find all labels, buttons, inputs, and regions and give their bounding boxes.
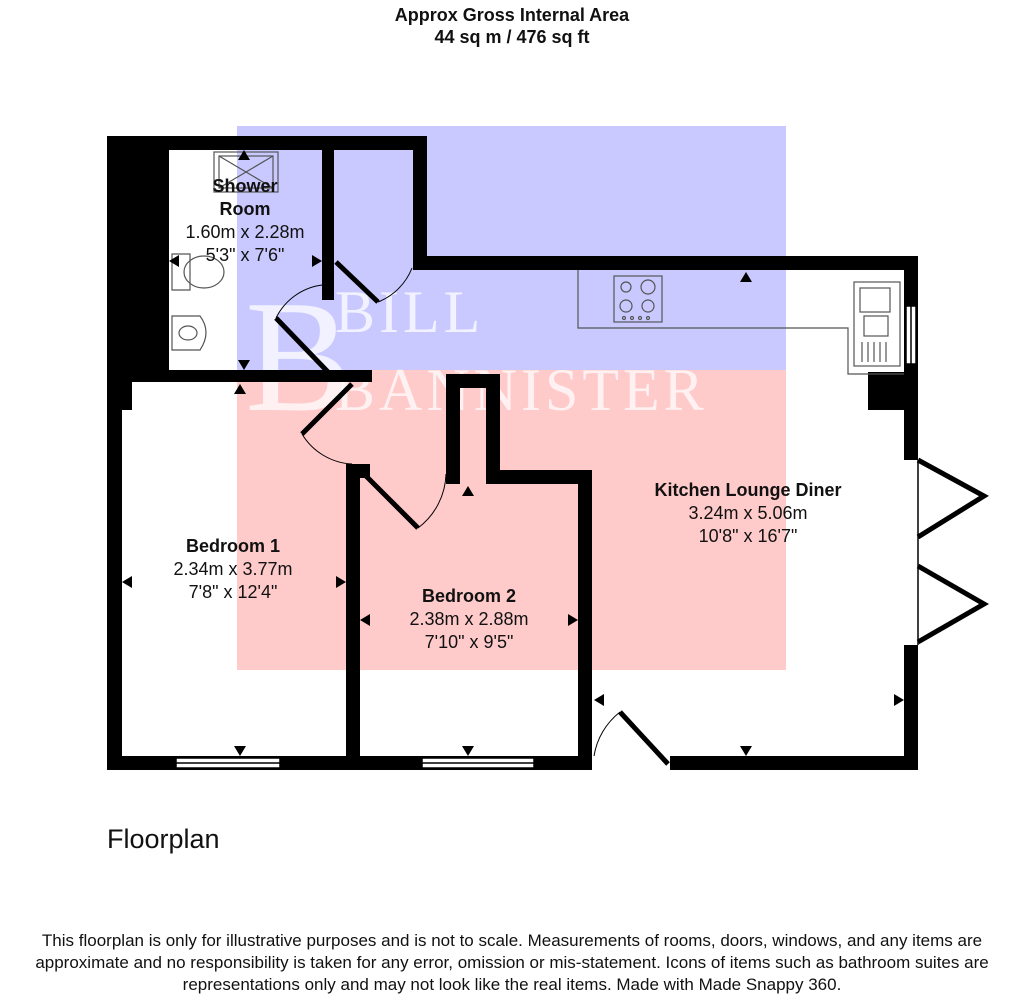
door-bedroom2-leaf xyxy=(360,470,420,530)
dimension-markers xyxy=(122,150,904,756)
wall-bedroom2-top-right xyxy=(486,470,592,484)
room-imperial: 7'8" x 12'4" xyxy=(188,582,278,602)
wall-bedroom2-left xyxy=(346,464,360,770)
watermark-pink-block xyxy=(237,370,786,670)
room-name: Bedroom 1 xyxy=(185,536,281,556)
wall-left-bedroom1 xyxy=(107,372,122,770)
basin-icon xyxy=(171,315,207,351)
wall-shower-bottom xyxy=(107,370,372,382)
marker-kitchen-left xyxy=(594,694,604,706)
marker-bed1-right xyxy=(336,576,346,588)
patio-door-lower xyxy=(916,563,990,645)
room-imperial: 7'10" x 9'5" xyxy=(424,632,514,652)
marker-shower-bottom xyxy=(238,360,250,370)
door-bedroom1-leaf xyxy=(300,382,354,436)
marker-bed2-right xyxy=(568,614,578,626)
patio-doors xyxy=(916,457,990,645)
marker-kitchen-top xyxy=(740,272,752,282)
room-name: Kitchen Lounge Diner xyxy=(654,480,842,500)
wall-right-pillar xyxy=(868,372,918,410)
door-entrance-leaf xyxy=(618,710,670,766)
wall-hall-stub-top xyxy=(446,374,496,388)
marker-kitchen-bottom xyxy=(740,746,752,756)
wall-top-shower xyxy=(107,136,427,150)
toilet-icon xyxy=(171,253,191,291)
wall-top-kitchen xyxy=(413,256,918,270)
room-label-shower: Shower Room 1.60m x 2.28m 5'3" x 7'6" xyxy=(160,175,330,267)
marker-bed2-top xyxy=(462,486,474,496)
wall-bedroom2-right xyxy=(578,470,592,770)
door-hall-leaf xyxy=(274,316,330,374)
marker-bed1-top xyxy=(234,384,246,394)
fixtures xyxy=(171,151,904,375)
marker-bed1-left xyxy=(122,576,132,588)
marker-shower-left xyxy=(169,255,179,267)
wall-right-lower xyxy=(904,645,918,770)
area-header: Approx Gross Internal Area 44 sq m / 476… xyxy=(0,4,1024,48)
kitchen-worktop xyxy=(577,270,904,375)
room-name-line2: Room xyxy=(219,199,271,219)
area-title: Approx Gross Internal Area xyxy=(394,5,630,25)
marker-kitchen-right xyxy=(894,694,904,706)
wall-hall-stub-right xyxy=(486,374,500,484)
marker-bed2-left xyxy=(360,614,370,626)
room-imperial: 10'8" x 16'7" xyxy=(698,526,798,546)
hob-icon xyxy=(613,275,663,323)
shower-tray-icon xyxy=(213,151,279,193)
room-label-bedroom-1: Bedroom 1 2.34m x 3.77m 7'8" x 12'4" xyxy=(133,535,333,604)
watermark-text-bill: BILL xyxy=(335,279,484,345)
patio-door-upper xyxy=(916,457,989,540)
room-metric: 2.34m x 3.77m xyxy=(173,559,293,579)
room-metric: 2.38m x 2.88m xyxy=(409,609,529,629)
wall-hall-stub-left xyxy=(446,374,460,484)
room-name: Shower xyxy=(212,176,278,196)
wall-left-shower xyxy=(107,136,169,372)
sink-icon xyxy=(853,281,901,367)
room-label-kitchen: Kitchen Lounge Diner 3.24m x 5.06m 10'8"… xyxy=(608,479,888,548)
watermark-text-bannister: BANNISTER xyxy=(335,357,708,423)
wall-top-shower-right xyxy=(413,136,427,266)
room-imperial: 5'3" x 7'6" xyxy=(205,245,285,265)
doors xyxy=(274,260,670,766)
marker-bed1-bottom xyxy=(234,746,246,756)
disclaimer-text: This floorplan is only for illustrative … xyxy=(35,931,989,994)
wall-shower-inner xyxy=(322,150,334,300)
marker-shower-top xyxy=(238,150,250,160)
room-name: Bedroom 2 xyxy=(421,586,517,606)
room-label-bedroom-2: Bedroom 2 2.38m x 2.88m 7'10" x 9'5" xyxy=(369,585,569,654)
wall-left-notch xyxy=(122,372,132,410)
area-value: 44 sq m / 476 sq ft xyxy=(434,27,590,47)
room-metric: 3.24m x 5.06m xyxy=(688,503,808,523)
windows xyxy=(175,305,917,769)
room-metric: 1.60m x 2.28m xyxy=(185,222,305,242)
watermark-swoosh xyxy=(237,370,786,486)
floor-title: Floorplan xyxy=(107,824,220,854)
marker-bed2-bottom xyxy=(462,746,474,756)
marker-shower-right xyxy=(312,255,322,267)
wall-bottom-kitchen xyxy=(670,756,918,770)
